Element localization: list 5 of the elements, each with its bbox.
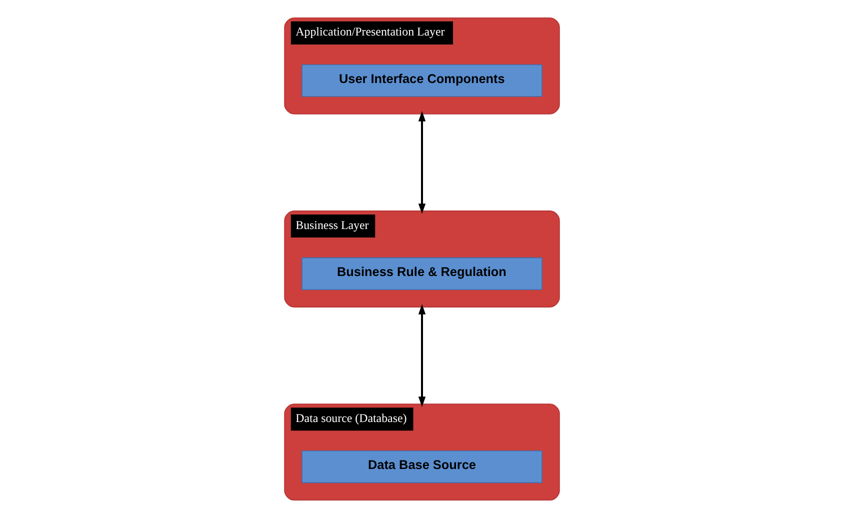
arrow [418,304,426,408]
node-box: Business Rule & Regulation [302,257,542,290]
node-box: User Interface Components [302,64,542,97]
arrow [418,110,426,214]
node-box: Data Base Source [302,450,542,484]
